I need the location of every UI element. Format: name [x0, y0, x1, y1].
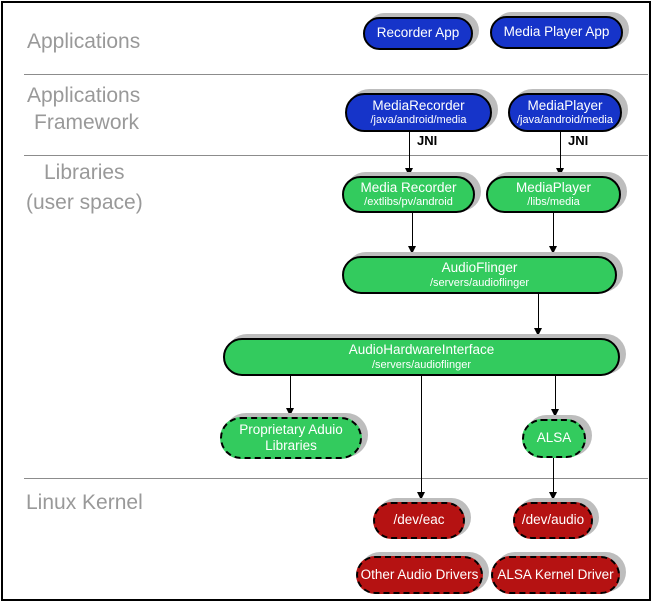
- node-title-line1: Proprietary Aduio: [239, 422, 343, 438]
- arrow-down-icon: [417, 492, 425, 500]
- node-title: Other Audio Drivers: [360, 566, 479, 582]
- node-title: AudioFlinger: [441, 260, 518, 276]
- node-title: Media Player App: [503, 24, 610, 40]
- node-title: Recorder App: [376, 25, 460, 41]
- connector-ahi-to-alsa: [555, 375, 556, 409]
- arrow-down-icon: [534, 328, 542, 336]
- node-subtitle: /extlibs/pv/android: [364, 196, 453, 208]
- node-title: MediaPlayer: [527, 97, 603, 113]
- connector-audioflinger-to-ahi: [538, 293, 539, 328]
- node-media-recorder-lib: Media Recorder /extlibs/pv/android: [342, 176, 475, 213]
- node-mediaplayer-lib: MediaPlayer /libs/media: [486, 176, 621, 213]
- arrow-down-icon: [551, 409, 559, 417]
- node-dev-eac: /dev/eac: [373, 502, 465, 539]
- node-recorder-app: Recorder App: [363, 17, 473, 50]
- jni-right-label: JNI: [568, 133, 589, 148]
- connector-ahi-to-proprietary: [290, 375, 291, 408]
- node-subtitle: /servers/audioflinger: [429, 276, 530, 289]
- node-audiohardwareinterface: AudioHardwareInterface /servers/audiofli…: [223, 338, 620, 376]
- divider-applications-framework: [24, 74, 648, 75]
- node-title-line2: Libraries: [265, 437, 317, 453]
- layer-label-kernel: Linux Kernel: [26, 491, 143, 514]
- node-subtitle: /servers/audioflinger: [371, 358, 472, 371]
- arrow-down-icon: [549, 246, 557, 254]
- node-subtitle: /java/android/media: [370, 114, 467, 126]
- node-title: /dev/eac: [393, 512, 445, 528]
- node-mediaplayer-framework: MediaPlayer /java/android/media: [508, 93, 622, 132]
- node-subtitle: /java/android/media: [516, 114, 613, 126]
- divider-framework-libraries: [24, 155, 648, 156]
- node-title: Media Recorder: [360, 179, 457, 195]
- layer-label-libraries-line1: Libraries: [44, 161, 125, 184]
- jni-left-label: JNI: [417, 133, 438, 148]
- layer-label-applications: Applications: [27, 30, 141, 53]
- node-mediarecorder-framework: MediaRecorder /java/android/media: [345, 93, 492, 132]
- arrow-down-icon: [549, 492, 557, 500]
- node-proprietary-audio-libraries: Proprietary Aduio Libraries: [220, 417, 362, 459]
- connector-mediaplayer-to-audioflinger: [553, 213, 554, 246]
- diagram-border: [1, 1, 651, 601]
- layer-label-framework-line2: Framework: [34, 111, 140, 134]
- arrow-down-icon: [556, 168, 564, 176]
- arrow-down-icon: [408, 246, 416, 254]
- node-title: /dev/audio: [521, 512, 585, 528]
- divider-libraries-kernel: [24, 478, 648, 479]
- connector-jni-left-line: [409, 131, 410, 168]
- node-media-player-app: Media Player App: [490, 16, 623, 49]
- node-title: AudioHardwareInterface: [348, 342, 495, 358]
- connector-jni-right-line: [560, 131, 561, 168]
- node-title: MediaRecorder: [372, 97, 465, 113]
- connector-mediarecorder-to-audioflinger: [412, 213, 413, 246]
- node-alsa-kernel-driver: ALSA Kernel Driver: [491, 556, 620, 594]
- node-subtitle: /libs/media: [527, 196, 580, 208]
- connector-ahi-to-dev-eac: [421, 375, 422, 492]
- node-title: ALSA Kernel Driver: [497, 566, 614, 582]
- layer-label-framework-line1: Applications: [27, 84, 141, 107]
- node-title: ALSA: [536, 430, 572, 446]
- arrow-down-icon: [286, 408, 294, 416]
- layer-label-libraries-line2: (user space): [26, 191, 143, 214]
- arrow-down-icon: [405, 168, 413, 176]
- node-title: MediaPlayer: [515, 179, 592, 195]
- node-audioflinger: AudioFlinger /servers/audioflinger: [342, 256, 617, 294]
- node-other-audio-drivers: Other Audio Drivers: [356, 556, 483, 594]
- node-dev-audio: /dev/audio: [513, 502, 593, 539]
- node-alsa: ALSA: [522, 419, 586, 458]
- connector-alsa-to-dev-audio: [553, 457, 554, 492]
